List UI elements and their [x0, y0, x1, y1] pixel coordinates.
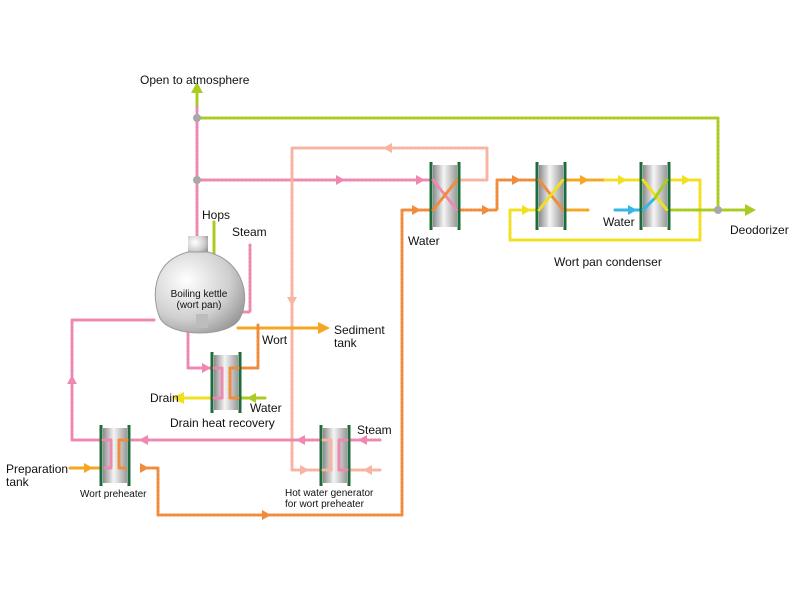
label-water-condenser-1: Water: [408, 234, 440, 248]
label-steam-hwg: Steam: [357, 423, 392, 437]
pipe-top-green: [195, 116, 720, 212]
arrow-cond1-right: [482, 205, 491, 215]
arrow-atmosphere: [191, 82, 203, 93]
pipe-drain-hr-out: [238, 323, 260, 370]
arrow-hwg-salmon: [300, 465, 309, 475]
label-water-drain-hr: Water: [250, 401, 282, 415]
label-hot-water-generator-2: for wort preheater: [285, 499, 365, 510]
condenser-2: [535, 162, 567, 230]
arrow-cond3-out: [682, 175, 691, 185]
label-sediment-tank-1: Sediment: [334, 323, 385, 337]
wort-preheater-exchanger: [99, 425, 131, 486]
arrow-cond2-out: [580, 175, 589, 185]
condenser-1: [429, 162, 461, 230]
label-open-to-atmosphere: Open to atmosphere: [140, 73, 250, 87]
label-water-condenser-3: Water: [603, 215, 635, 229]
arrow-orange-top: [412, 205, 421, 215]
label-boiling-kettle-2: (wort pan): [176, 300, 221, 311]
pipe-cond3-right: [508, 178, 702, 242]
label-boiling-kettle-1: Boiling kettle: [171, 289, 228, 300]
node-vent-top: [193, 114, 201, 122]
arrow-loop-up: [67, 375, 77, 384]
arrow-cond2-in: [512, 175, 521, 185]
arrow-wort: [318, 322, 330, 334]
arrow-steam-hwg: [358, 435, 367, 445]
arrow-hwg-left: [139, 435, 148, 445]
arrow-drain-water: [247, 393, 256, 403]
label-drain-heat-recovery: Drain heat recovery: [170, 416, 275, 430]
label-wort-pan-condenser: Wort pan condenser: [554, 255, 662, 269]
arrow-drain-hr-in: [202, 363, 211, 373]
arrow-hwg-salmon-2: [363, 465, 372, 475]
drain-heat-recovery-exchanger: [210, 352, 242, 413]
arrow-vapor-1: [336, 175, 345, 185]
label-drain: Drain: [150, 391, 179, 405]
kettle-neck: [188, 236, 208, 254]
arrow-preparation: [84, 463, 93, 473]
arrow-return-1: [383, 143, 392, 153]
arrow-preheater-out: [140, 463, 149, 473]
label-steam-kettle: Steam: [232, 225, 267, 239]
arrow-orange-mid: [262, 510, 271, 520]
arrow-deodorizer: [745, 204, 756, 216]
label-wort-preheater: Wort preheater: [80, 489, 147, 500]
label-wort: Wort: [262, 333, 288, 347]
arrow-drain: [172, 392, 184, 404]
arrow-return-down: [287, 297, 297, 306]
arrow-vapor-2: [416, 175, 425, 185]
label-deodorizer: Deodorizer: [730, 223, 789, 237]
kettle-inlet: [196, 314, 208, 328]
label-hot-water-generator-1: Hot water generator: [285, 488, 374, 499]
arrow-hwg-in: [296, 435, 305, 445]
junction-nodes: [193, 114, 722, 214]
condenser-3: [639, 162, 671, 230]
pipe-cond1-to-cond2: [456, 178, 540, 212]
label-preparation-tank-1: Preparation: [6, 462, 68, 476]
kettle-body: [154, 251, 246, 334]
label-hops: Hops: [202, 208, 230, 222]
arrow-cond3-in: [618, 175, 627, 185]
node-vent-mid: [193, 176, 201, 184]
labels: Open to atmosphere Hops Steam Boiling ke…: [6, 73, 789, 510]
boiling-kettle: [154, 236, 246, 334]
hot-water-generator-exchanger: [319, 425, 351, 486]
label-sediment-tank-2: tank: [334, 336, 358, 350]
node-deodorizer: [714, 206, 722, 214]
pipe-preheater-to-kettle: [70, 318, 158, 442]
label-preparation-tank-2: tank: [6, 475, 30, 489]
arrow-water-cond3: [628, 205, 637, 215]
arrow-cond2-loop: [522, 205, 531, 215]
pipe-orange-long: [146, 208, 434, 517]
